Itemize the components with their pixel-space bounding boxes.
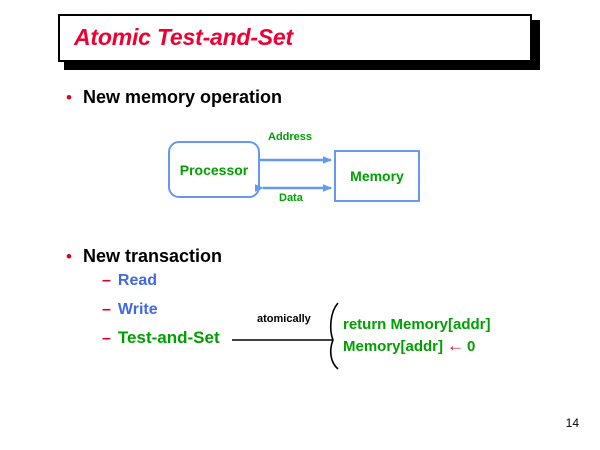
page-title: Atomic Test-and-Set — [74, 24, 293, 50]
sub-bullet-label: Read — [117, 272, 158, 289]
sub-bullet-label: Write — [117, 301, 158, 318]
code-line-assignment: Memory[addr]←0 — [343, 336, 475, 356]
assignment-arrow-icon: ← — [447, 336, 465, 355]
sub-bullet-label: Test-and-Set — [117, 328, 220, 347]
bullet-label: New memory operation — [82, 87, 282, 107]
title-box: Atomic Test-and-Set — [58, 14, 532, 62]
data-arrow-label: Data — [279, 192, 303, 204]
dash-marker-icon: – — [102, 330, 111, 347]
code-line-return: return Memory[addr] — [343, 316, 491, 333]
bullet-dot-icon: • — [66, 247, 72, 266]
processor-label: Processor — [179, 162, 249, 178]
sub-bullet-write: – Write — [102, 301, 158, 319]
bullet-new-memory-operation: • New memory operation — [66, 87, 282, 108]
code-assign-rhs: 0 — [467, 338, 476, 355]
sub-bullet-read: – Read — [102, 272, 157, 290]
bullet-dot-icon: • — [66, 88, 72, 107]
dash-marker-icon: – — [102, 272, 111, 289]
code-assign-lhs: Memory[addr] — [343, 338, 444, 355]
code-group-brace — [329, 302, 339, 370]
processor-box: Processor — [168, 141, 260, 198]
address-arrow-label: Address — [268, 131, 313, 143]
memory-label: Memory — [350, 168, 404, 184]
dash-marker-icon: – — [102, 301, 111, 318]
memory-box: Memory — [334, 150, 420, 202]
bullet-label: New transaction — [82, 246, 222, 266]
sub-bullet-test-and-set: – Test-and-Set — [102, 328, 220, 348]
atomically-annotation: atomically — [257, 313, 311, 325]
page-number: 14 — [565, 416, 579, 430]
bullet-new-transaction: • New transaction — [66, 246, 222, 267]
